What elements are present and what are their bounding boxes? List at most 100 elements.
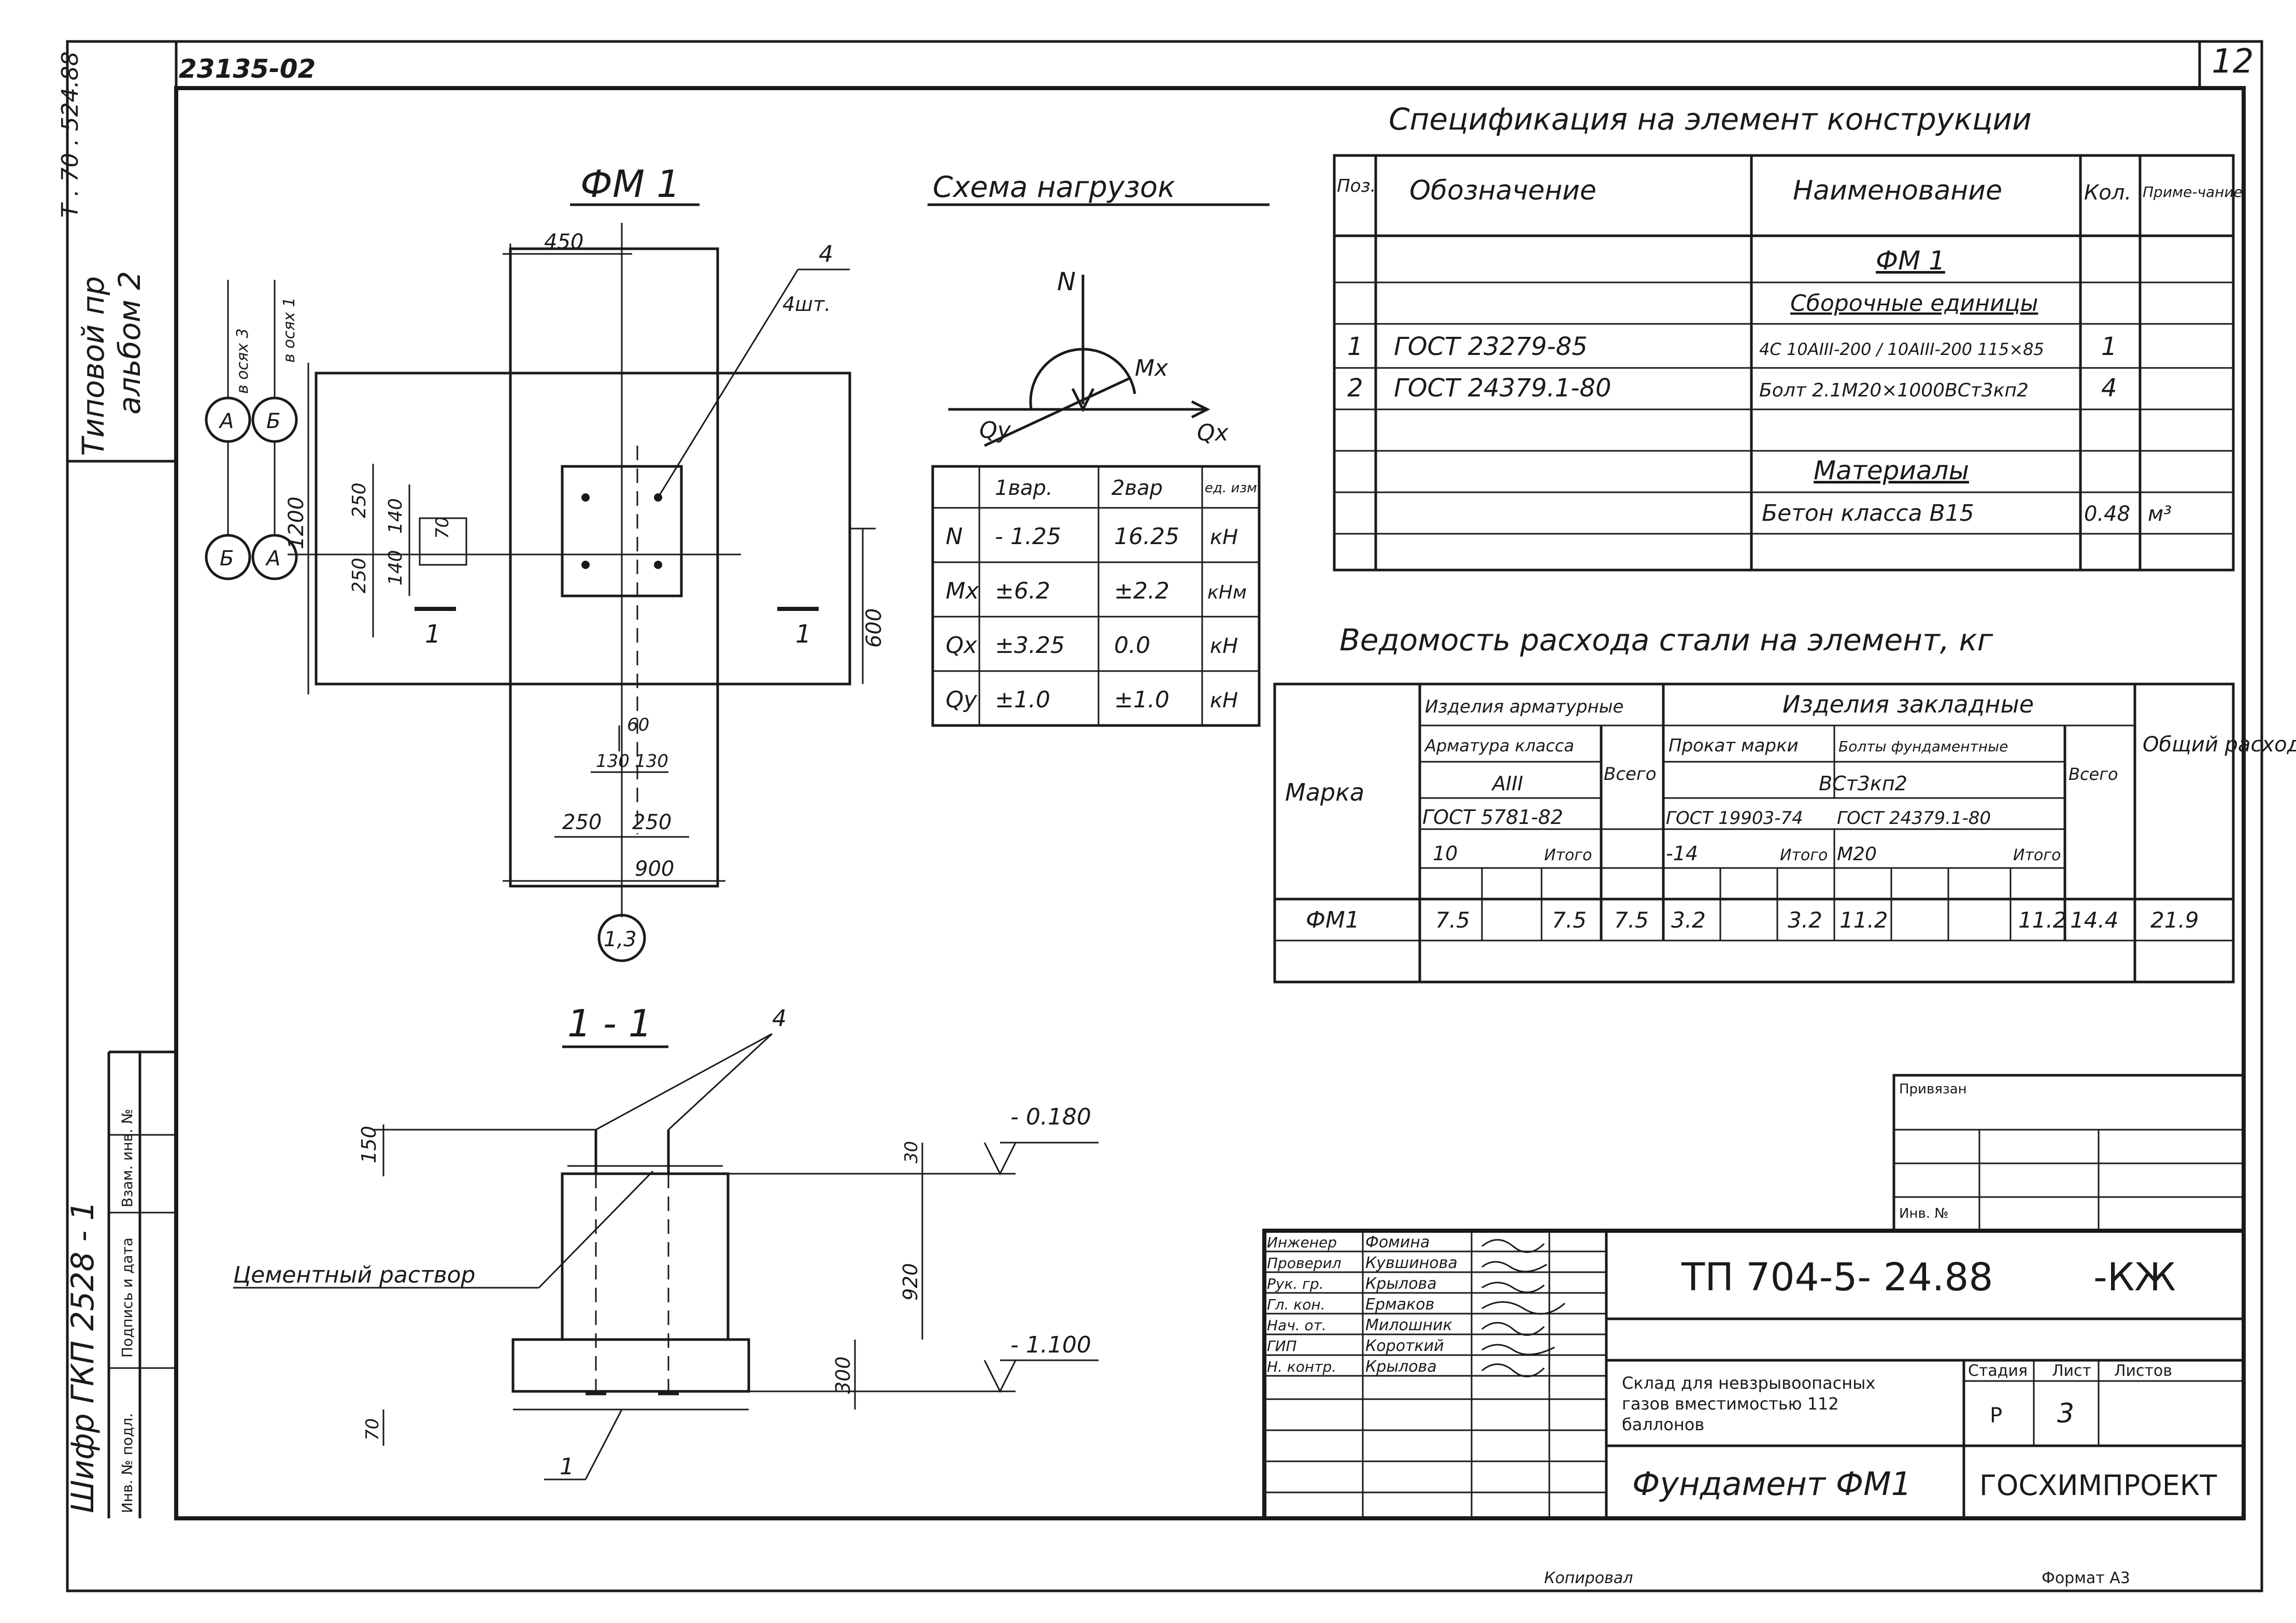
steel-row-c10: 7.5: [1435, 907, 1470, 933]
footing-step-outline: [509, 247, 719, 888]
dim-250-upper: 250: [349, 482, 370, 518]
side-vzam-label: Взам. инв. №: [119, 1109, 136, 1207]
stamp-role: Рук. гр.: [1267, 1275, 1324, 1292]
stamp-role: Проверил: [1267, 1255, 1342, 1272]
load-row-name: Mx: [946, 578, 979, 604]
stamp-drawing-title: Фундамент ФМ1: [1632, 1465, 1912, 1503]
steel-h-rebar: Изделия арматурные: [1425, 696, 1623, 717]
qy-arrow: [983, 377, 1131, 447]
steel-h-bolts: Болты фундаментные: [1838, 738, 2008, 755]
specification: Спецификация на элемент конструкции Поз.…: [1333, 102, 2243, 572]
load-row-v2: ±2.2: [1114, 578, 1170, 604]
stamp-person: Крылова: [1365, 1275, 1437, 1293]
bolt-point: [654, 561, 662, 569]
bolt-point: [581, 493, 590, 502]
spec-material-qty: 0.48: [2084, 502, 2130, 526]
steel-row-all1: 7.5: [1614, 907, 1649, 933]
load-row-unit: кНм: [1207, 582, 1247, 603]
bolt-point: [581, 561, 590, 569]
drawing-frame: [174, 86, 2246, 1520]
spec-row-pos: 1: [1347, 332, 1363, 361]
spec-row-pos: 2: [1347, 374, 1363, 403]
stamp-code: ТП 704-5- 24.88: [1681, 1255, 1993, 1300]
sheet-number: 12: [2212, 42, 2254, 81]
steel-h-all1: Всего: [1604, 764, 1657, 785]
steel-h-14: -14: [1666, 842, 1698, 865]
load-row-v2: 16.25: [1114, 523, 1179, 550]
steel-row-it3: 11.2: [2018, 907, 2067, 933]
anchor-detail-box: [419, 517, 467, 566]
signature: [1481, 1261, 1547, 1273]
qy-label: Qy: [979, 417, 1011, 444]
spec-row-designation: ГОСТ 23279-85: [1394, 332, 1588, 361]
stamp-object-line3: баллонов: [1622, 1415, 1704, 1434]
section-1-1: 1 - 1 4 Цементный раствор - 0.180 - 1.10…: [233, 1002, 1099, 1480]
steel-row-mark: ФМ1: [1306, 907, 1360, 933]
spec-group-materials: Материалы: [1814, 455, 1969, 486]
stamp-sheet: 3: [2057, 1398, 2074, 1429]
stamp-person: Кувшинова: [1365, 1254, 1458, 1272]
privyazan-label: Привязан: [1899, 1081, 1967, 1097]
steel-h-total: Общий расход: [2143, 733, 2296, 757]
spec-h-designation: Обозначение: [1409, 175, 1596, 206]
qx-label: Qx: [1197, 420, 1229, 446]
section-leader-pos: 4: [772, 1005, 787, 1032]
base-slab-outline: [511, 1338, 750, 1393]
mortar-label: Цементный раствор: [233, 1262, 475, 1288]
dim-130-right: 130: [635, 751, 668, 772]
steel-row-it2: 3.2: [1788, 907, 1822, 933]
stamp-object-line1: Склад для невзрывоопасных: [1622, 1373, 1875, 1393]
spec-group-assemblies: Сборочные единицы: [1790, 290, 2038, 317]
outer-trim-frame: [66, 40, 2263, 1592]
axis-label-a2: А: [265, 547, 280, 571]
spec-material-name: Бетон класса В15: [1762, 500, 1974, 526]
spec-table: [1333, 154, 2235, 572]
dim-70-section: 70: [362, 1418, 383, 1441]
stamp-role: Инженер: [1267, 1234, 1337, 1251]
axis-label-a1: А: [218, 409, 234, 433]
dim-600: 600: [862, 608, 886, 648]
dim-140-upper: 140: [385, 498, 406, 534]
dim-450: 450: [544, 230, 583, 254]
spec-group-fm1: ФМ 1: [1876, 246, 1945, 276]
load-row-v1: ±1.0: [995, 687, 1050, 713]
section-title: 1 - 1: [567, 1002, 652, 1045]
dim-30: 30: [901, 1141, 922, 1163]
steel-h-all2: Всего: [2069, 764, 2118, 784]
leader-qty: 4шт.: [782, 293, 831, 316]
fm1-plan-title: ФМ 1: [580, 162, 680, 206]
load-row-name: N: [946, 523, 963, 550]
steel-h-m20: М20: [1837, 844, 1877, 865]
spec-row-designation: ГОСТ 24379.1-80: [1394, 374, 1612, 403]
steel-h-grade: ВСт3кп2: [1819, 772, 1907, 795]
signature: [1481, 1239, 1545, 1253]
dim-150: 150: [358, 1126, 380, 1163]
stamp-role: Гл. кон.: [1267, 1296, 1325, 1313]
axis-note-1: в осях 1: [280, 297, 298, 363]
side-top-note: Т . 70 . 524.88: [57, 51, 83, 218]
spec-h-qty: Кол.: [2084, 181, 2131, 205]
load-h-var2: 2вар: [1111, 476, 1163, 500]
dim-920: 920: [899, 1263, 922, 1301]
stamp-person: Короткий: [1365, 1337, 1444, 1355]
load-row-unit: кН: [1210, 689, 1238, 713]
stamp-object-line2: газов вместимостью 112: [1622, 1394, 1839, 1414]
stamp-stage: Р: [1990, 1404, 2002, 1428]
steel-row-m20: 11.2: [1839, 907, 1888, 933]
spec-row-name: Болт 2.1М20×1000ВСт3кп2: [1759, 380, 2029, 401]
stamp-role: Нач. от.: [1267, 1317, 1327, 1334]
spec-row-qty: 1: [2101, 332, 2117, 361]
stamp-person: Крылова: [1365, 1358, 1437, 1376]
steel-title: Ведомость расхода стали на элемент, кг: [1339, 622, 1993, 658]
steel-row-it1: 7.5: [1552, 907, 1587, 933]
steel-h-mark: Марка: [1285, 778, 1364, 806]
dim-250-right: 250: [632, 810, 672, 834]
axis-note-3: в осях 3: [234, 329, 252, 394]
signature: [1481, 1301, 1565, 1315]
load-row-v2: ±1.0: [1114, 687, 1170, 713]
axis-label-bottom: 1,3: [604, 928, 637, 951]
signature: [1481, 1363, 1545, 1377]
steel-h-rolled: Прокат марки: [1668, 735, 1799, 756]
dim-70: 70: [432, 517, 453, 539]
